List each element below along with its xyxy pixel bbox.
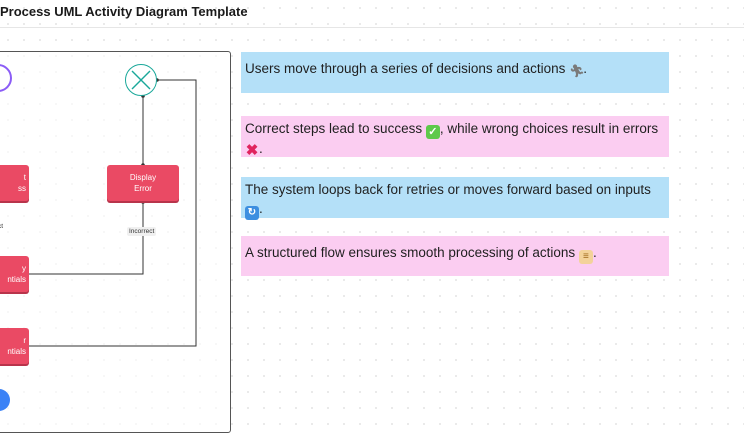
action-clipped-bottom-line-1: r: [23, 336, 26, 345]
action-clipped-top[interactable]: t ss: [0, 165, 29, 201]
diagram-frame[interactable]: [0, 51, 231, 433]
action-clipped-bottom[interactable]: r ntials: [0, 328, 29, 364]
note-success-middle: , while wrong choices result in errors: [439, 121, 659, 136]
connector-incorrect: [29, 202, 144, 275]
note-structured-flow[interactable]: A structured flow ensures smooth process…: [241, 236, 669, 276]
connector-loop-back: [29, 79, 197, 347]
check-mark-icon: ✓: [425, 125, 440, 139]
action-display-error[interactable]: Display Error: [107, 165, 179, 201]
note-success-text: Correct steps lead to success: [245, 121, 423, 136]
note-flow-end: .: [592, 245, 597, 260]
action-display-error-line-1: Display: [129, 173, 157, 182]
note-decisions[interactable]: Users move through a series of decisions…: [241, 52, 669, 93]
action-display-error-line-2: Error: [134, 184, 152, 193]
person-running-icon: 🏃︎: [569, 64, 585, 78]
scroll-icon: ≡: [578, 250, 593, 264]
note-success-end: .: [259, 141, 263, 156]
action-clipped-top-line-2: ss: [18, 184, 26, 193]
action-clipped-middle-line-2: ntials: [7, 275, 26, 284]
end-node[interactable]: [125, 64, 157, 96]
loop-arrows-icon: ↻: [245, 206, 259, 220]
end-node-cross-icon: [131, 70, 151, 90]
note-success-errors[interactable]: Correct steps lead to success ✓, while w…: [241, 116, 669, 159]
note-loops-end: .: [259, 201, 263, 216]
edge-label-incorrect: Incorrect: [127, 227, 157, 236]
action-clipped-bottom-line-2: ntials: [7, 347, 26, 356]
page-title: Process UML Activity Diagram Template: [0, 4, 248, 19]
note-decisions-end: .: [583, 61, 587, 76]
note-loops[interactable]: The system loops back for retries or mov…: [241, 177, 669, 220]
edge-label-clipped: ct: [0, 223, 4, 230]
action-clipped-middle-line-1: y: [22, 264, 26, 273]
header-divider: [0, 27, 744, 28]
cross-mark-icon: ✖: [245, 142, 259, 159]
action-clipped-top-line-1: t: [23, 173, 26, 182]
note-flow-text: A structured flow ensures smooth process…: [245, 245, 576, 260]
decision-node-blue[interactable]: [0, 389, 10, 411]
note-loops-text: The system loops back for retries or mov…: [245, 182, 651, 197]
action-clipped-middle[interactable]: y ntials: [0, 256, 29, 292]
note-decisions-text: Users move through a series of decisions…: [245, 61, 566, 76]
